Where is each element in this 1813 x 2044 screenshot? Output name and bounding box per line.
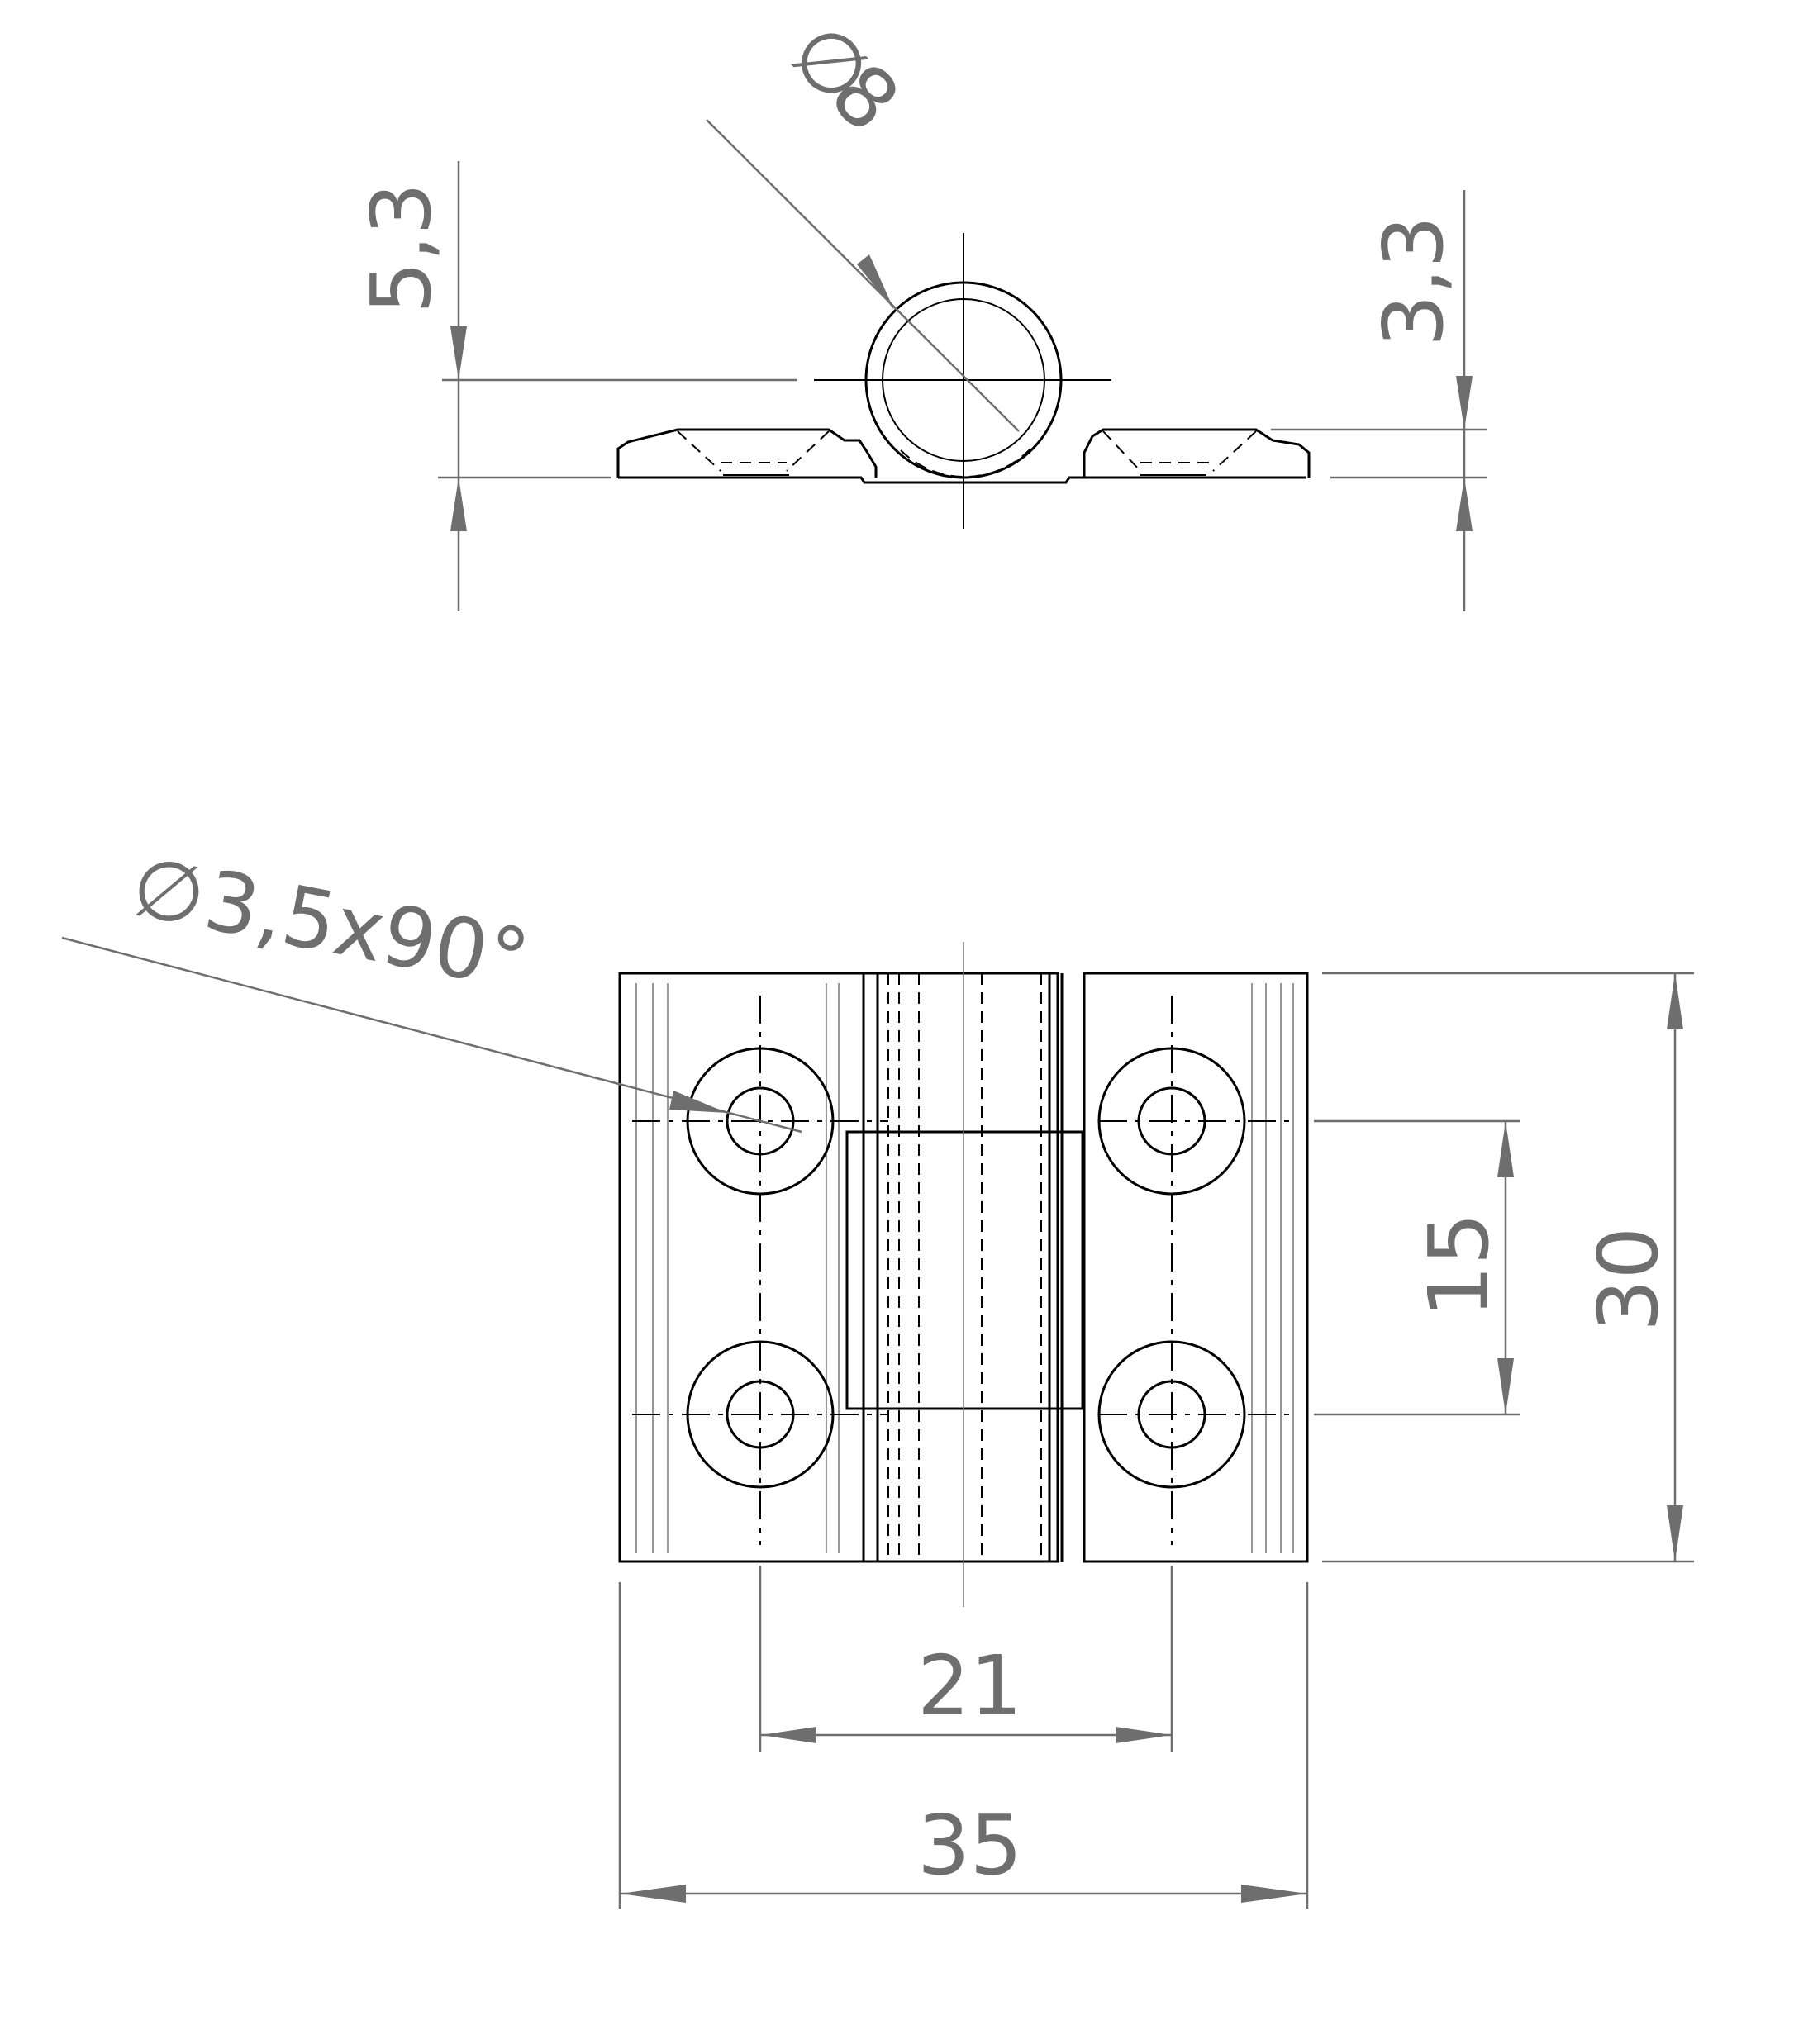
dimension-overall-width: 35 [618,1582,1309,1909]
base-line [618,476,1306,484]
left-leaf-shading [635,983,840,1553]
dim-label-15: 15 [1411,1213,1507,1318]
front-view [618,942,1309,1607]
dim-label-21: 21 [917,1638,1022,1734]
right-leaf [1083,972,1309,1563]
dim-label-hole-callout: 3,5x90° [197,852,537,1009]
dimension-hole-spacing: 21 [759,1566,1173,1752]
right-countersink-hidden [1102,430,1257,472]
dimension-barrel-diameter: ∅ 8 [706,4,1020,432]
dim-label-3-3: 3,3 [1365,216,1462,347]
left-leaf [618,972,1059,1563]
dimension-hole-pitch: 15 [1314,1119,1520,1416]
left-countersink-hidden [677,430,830,472]
dim-label-35: 35 [917,1797,1022,1894]
center-knuckle [845,1130,1084,1410]
dimension-hole-callout: ∅ 3,5x90° [61,838,802,1134]
right-leaf-shading [1251,983,1294,1553]
dimension-top-left-height: 5,3 [353,161,797,611]
dim-label-5-3: 5,3 [353,183,450,314]
top-view [616,233,1311,529]
barrel-hidden-arc [900,445,1034,478]
left-leaf-outline [616,428,878,478]
dim-label-30: 30 [1580,1227,1677,1332]
dimension-top-right-height: 3,3 [1271,190,1487,611]
dimension-overall-height: 30 [1322,972,1694,1563]
right-leaf-outline [1083,428,1311,478]
